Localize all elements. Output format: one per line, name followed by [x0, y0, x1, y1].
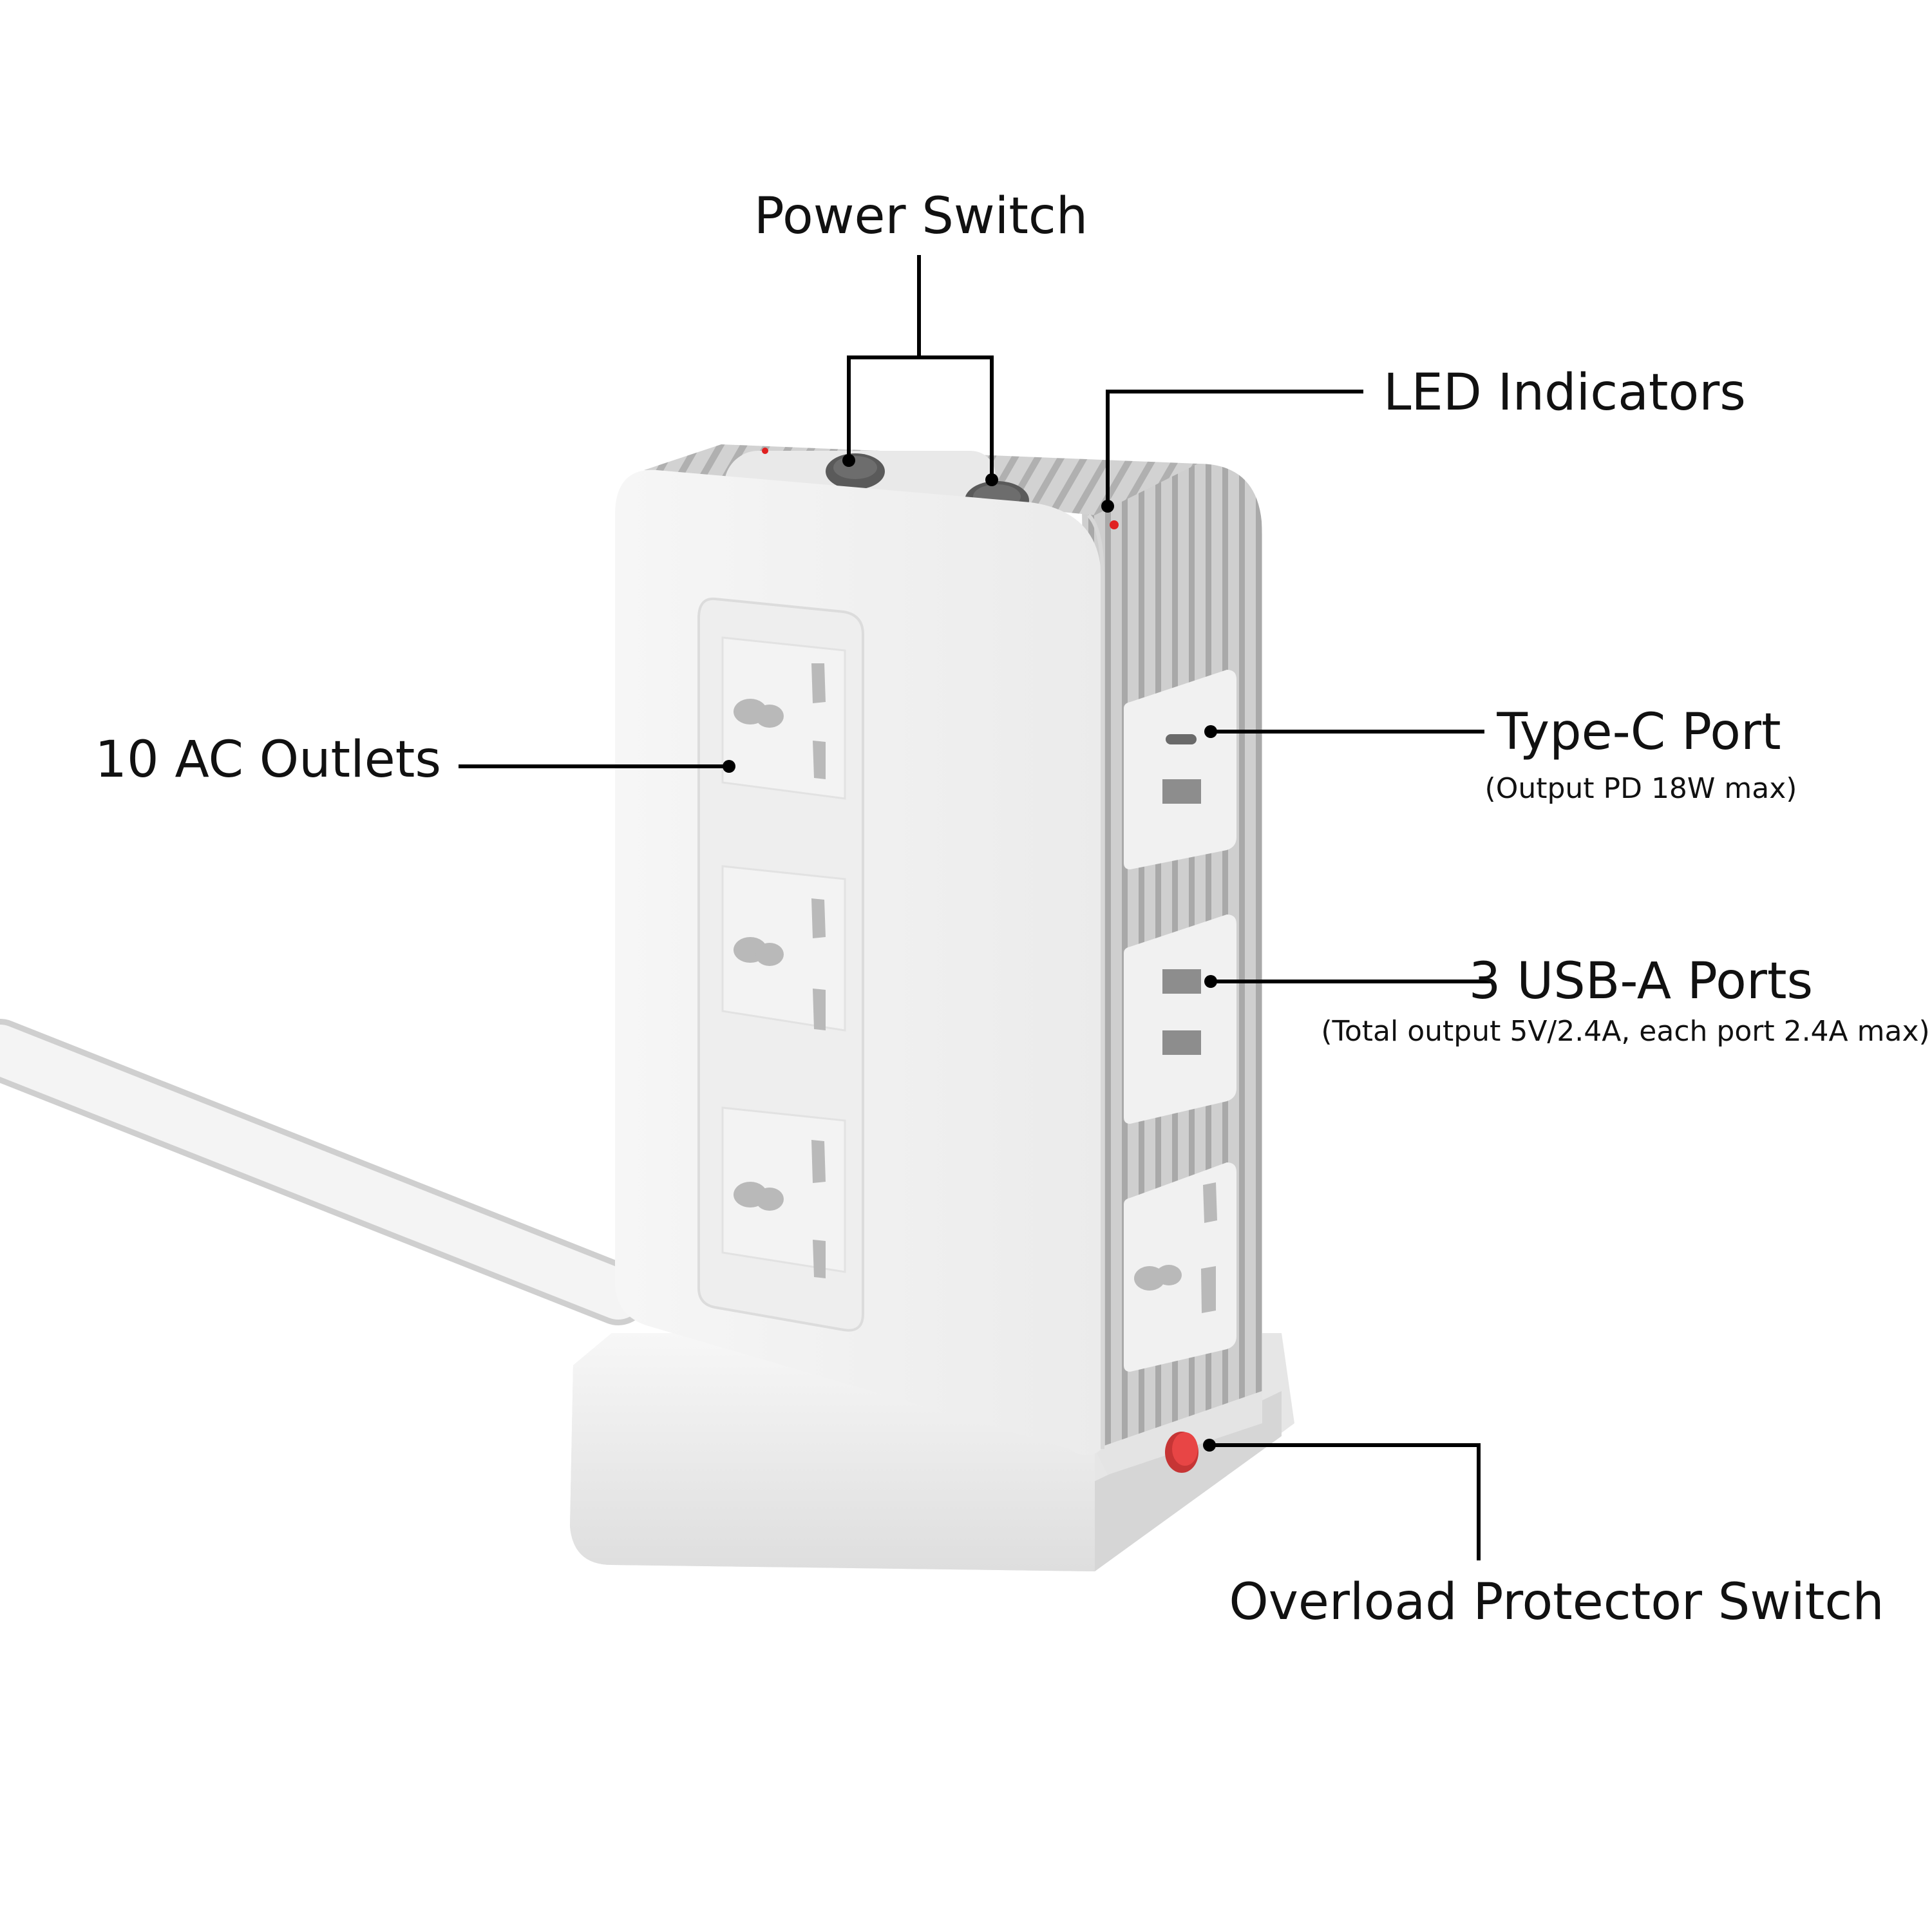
overload-protector-button[interactable]	[1165, 1432, 1198, 1473]
leader-led-indicators	[1106, 390, 1363, 506]
label-led-indicators: LED Indicators	[1383, 364, 1746, 422]
ac-outlet-front-1[interactable]	[721, 636, 846, 800]
label-usb-a-detail: (Total output 5V/2.4A, each port 2.4A ma…	[1321, 1015, 1929, 1048]
label-overload-switch: Overload Protector Switch	[1229, 1573, 1884, 1631]
ac-outlet-side[interactable]	[1124, 1162, 1236, 1372]
label-power-switch: Power Switch	[754, 187, 1088, 245]
label-ac-outlets: 10 AC Outlets	[95, 731, 441, 789]
usb-a-port-3[interactable]	[1162, 1030, 1201, 1055]
label-usb-a-ports: 3 USB-A Ports	[1469, 952, 1813, 1010]
led-indicator-1	[762, 448, 768, 454]
leader-overload	[1209, 1443, 1481, 1560]
usb-a-port-2[interactable]	[1162, 969, 1201, 994]
ac-outlet-front-3[interactable]	[721, 1106, 846, 1278]
led-indicator-2	[1110, 520, 1119, 529]
ac-outlet-front-2[interactable]	[721, 865, 846, 1032]
usb-a-port-1[interactable]	[1162, 779, 1201, 804]
type-c-port[interactable]	[1166, 734, 1197, 744]
leader-lines	[459, 255, 1493, 1560]
power-cord	[0, 1019, 649, 1325]
leader-power-switch	[847, 255, 994, 480]
usb-a-module	[1124, 914, 1236, 1124]
type-c-usb-module	[1124, 670, 1236, 869]
label-type-c-port: Type-C Port	[1496, 703, 1781, 761]
label-type-c-detail: (Output PD 18W max)	[1485, 772, 1797, 805]
